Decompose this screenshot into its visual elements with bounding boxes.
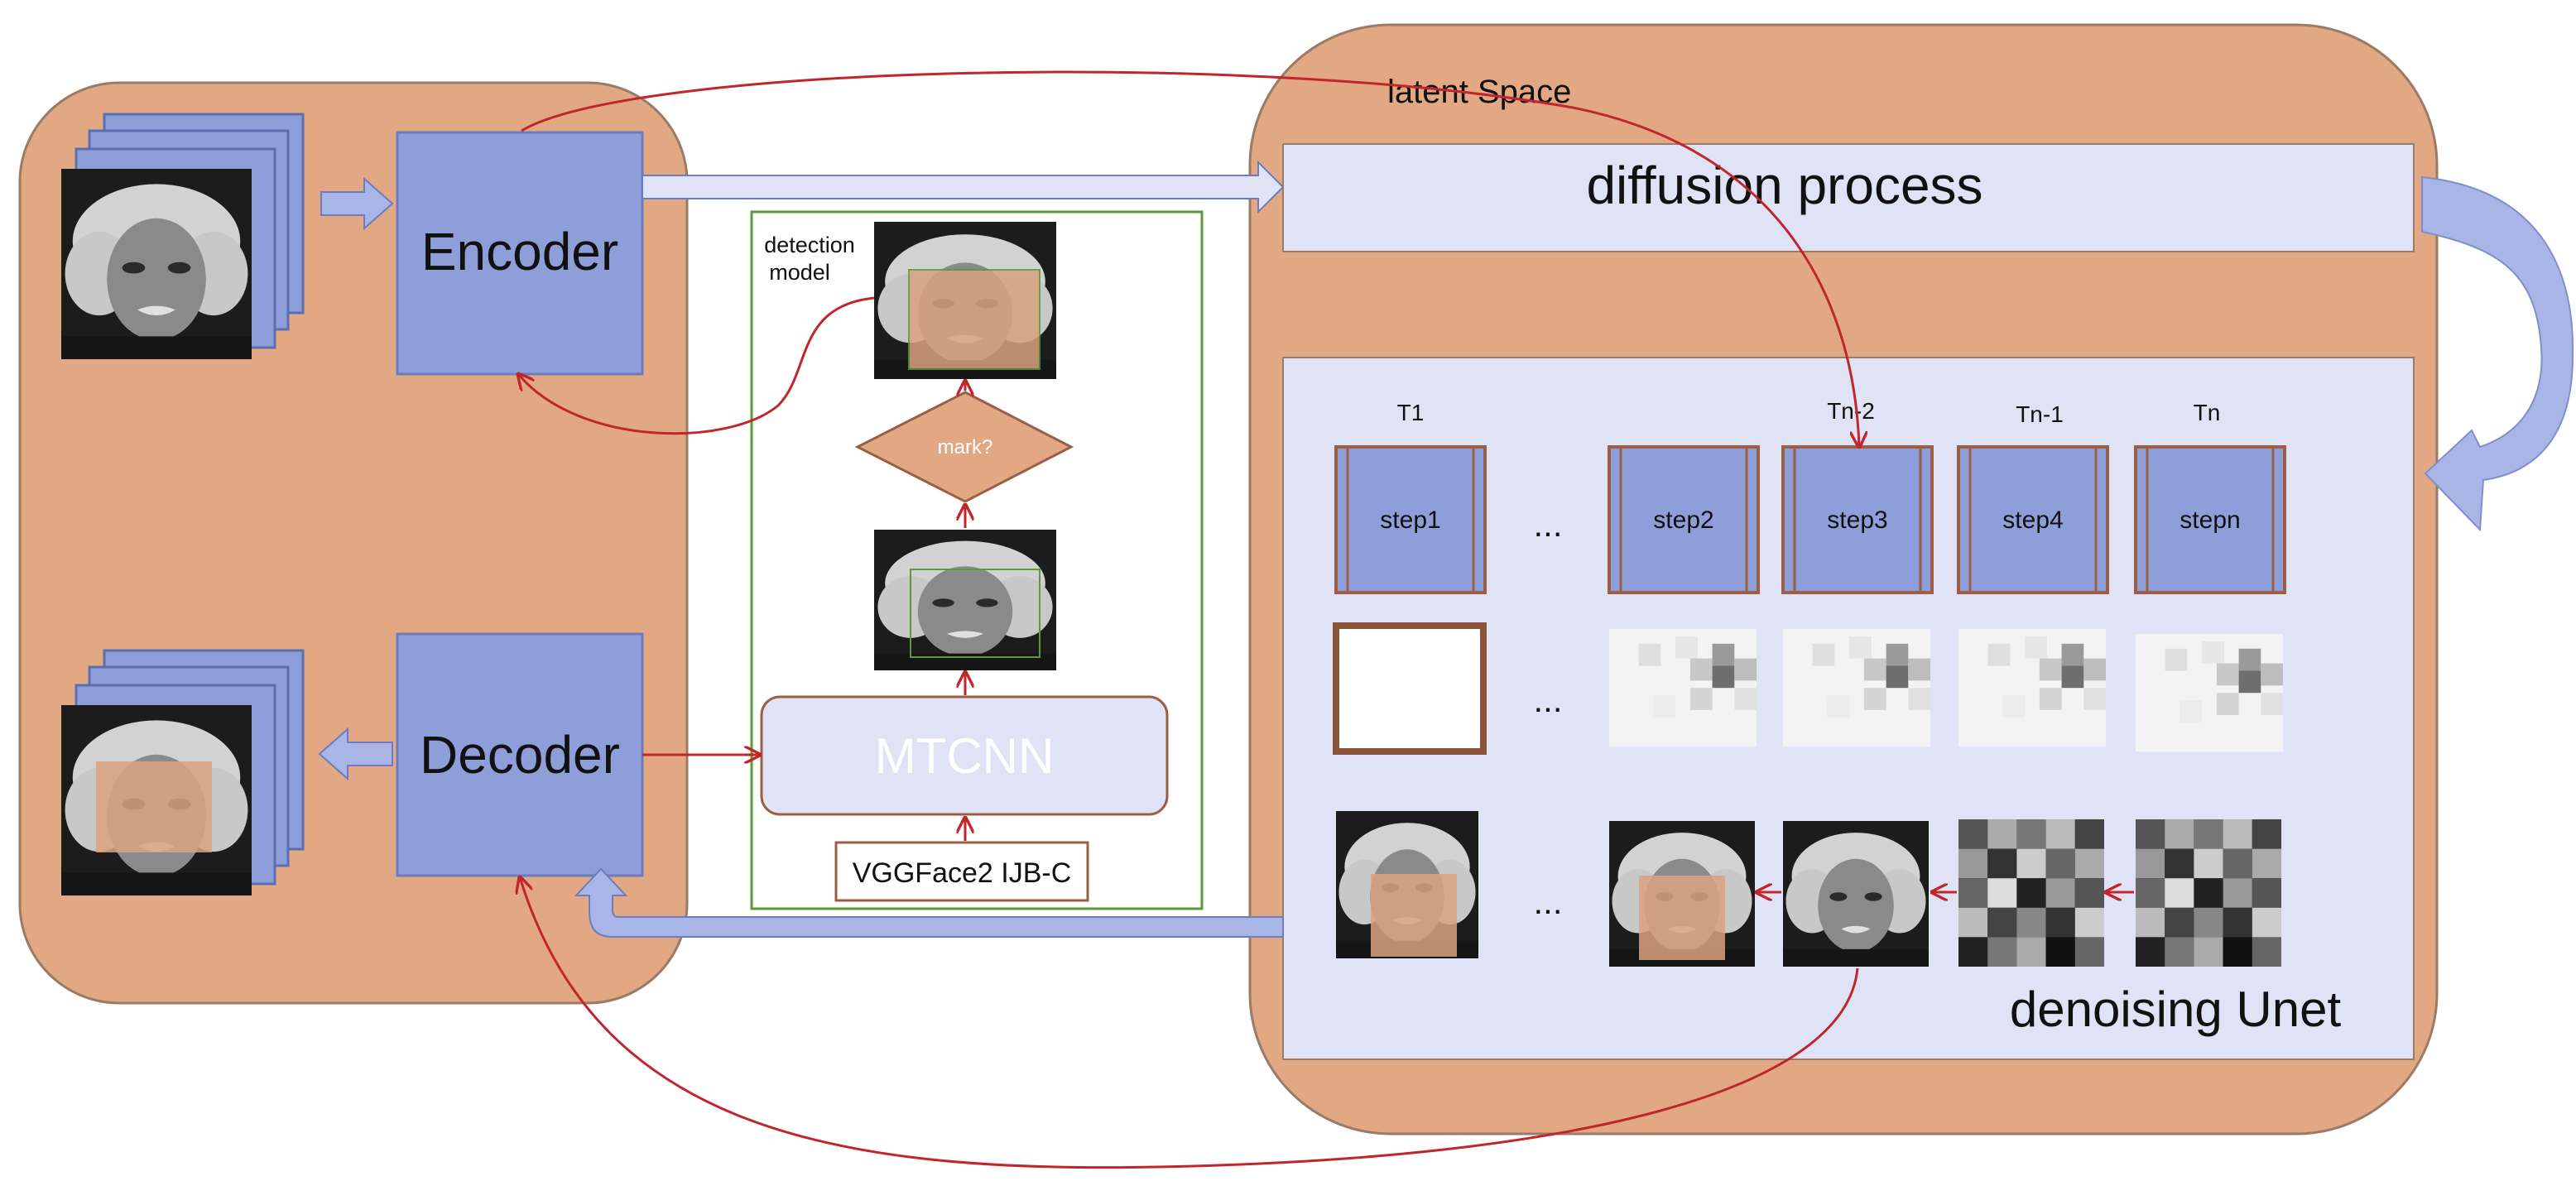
step-label-2: step2 bbox=[1653, 506, 1713, 534]
step-block-3: step3 bbox=[1781, 445, 1934, 594]
ellipsis-row1: ... bbox=[1533, 505, 1562, 544]
red-connection-curves bbox=[518, 70, 1859, 1169]
detected-face-image bbox=[874, 222, 1056, 379]
candidate-face-image bbox=[874, 530, 1056, 670]
unet-face-step2 bbox=[1609, 821, 1755, 967]
ellipsis-row3: ... bbox=[1533, 882, 1562, 921]
dataset-box: VGGFace2 IJB-C bbox=[834, 841, 1089, 902]
step-label-4: step4 bbox=[2002, 506, 2063, 534]
decoder-block: Decoder bbox=[396, 632, 644, 877]
output-image-stack bbox=[61, 649, 305, 895]
mtcnn-label: MTCNN bbox=[875, 728, 1055, 784]
time-label-tn-2: Tn-2 bbox=[1827, 398, 1875, 424]
unet-face-step4 bbox=[1958, 819, 2104, 967]
time-label-tn-1: Tn-1 bbox=[2016, 401, 2064, 427]
noise-map-3 bbox=[1783, 629, 1930, 747]
step-block-4: step4 bbox=[1957, 445, 2109, 594]
time-label-t1: T1 bbox=[1397, 400, 1425, 425]
diffusion-process-label: diffusion process bbox=[1586, 156, 1982, 215]
unet-face-step3 bbox=[1783, 821, 1929, 967]
time-label-tn: Tn bbox=[2194, 400, 2221, 425]
mark-decision-label: mark? bbox=[938, 436, 993, 458]
noise-map-n bbox=[2136, 634, 2283, 752]
diffusion-to-unet-loop-arrow bbox=[2421, 175, 2574, 532]
diffusion-process-bar: diffusion process bbox=[1282, 143, 2415, 252]
detection-model-label-line2: model bbox=[769, 260, 830, 285]
mtcnn-block: MTCNN bbox=[760, 695, 1169, 816]
step-block-1: step1 bbox=[1334, 445, 1487, 594]
decoder-to-output-arrow bbox=[318, 727, 393, 781]
encoder-block: Encoder bbox=[396, 131, 644, 376]
noise-map-2 bbox=[1609, 629, 1757, 747]
step-label-3: step3 bbox=[1827, 506, 1887, 534]
empty-noise-frame bbox=[1333, 622, 1487, 755]
decoder-label: Decoder bbox=[420, 725, 620, 785]
input-image-stack bbox=[61, 113, 305, 359]
denoising-unet-label: denoising Unet bbox=[2010, 982, 2342, 1037]
latent-space-label: latent Space bbox=[1387, 74, 1571, 110]
ellipsis-row2: ... bbox=[1533, 680, 1562, 719]
step-label-n: stepn bbox=[2180, 506, 2240, 534]
mark-decision-diamond: mark? bbox=[854, 391, 1074, 503]
step-label-1: step1 bbox=[1380, 506, 1440, 534]
noise-map-4 bbox=[1958, 629, 2106, 747]
unet-face-t1 bbox=[1336, 811, 1478, 958]
step-block-n: stepn bbox=[2134, 445, 2286, 594]
detection-model-label-line1: detection bbox=[764, 233, 855, 257]
dataset-label: VGGFace2 IJB-C bbox=[853, 857, 1072, 889]
input-to-encoder-arrow bbox=[320, 176, 394, 231]
step-block-2: step2 bbox=[1608, 445, 1760, 594]
encoder-to-diffusion-arrow bbox=[642, 160, 1285, 214]
unet-face-stepn bbox=[2136, 819, 2281, 967]
detection-flow-arrows bbox=[642, 381, 965, 841]
detection-model-frame bbox=[750, 210, 1204, 910]
encoder-label: Encoder bbox=[421, 222, 618, 281]
unet-to-decoder-arrow bbox=[574, 867, 1284, 938]
